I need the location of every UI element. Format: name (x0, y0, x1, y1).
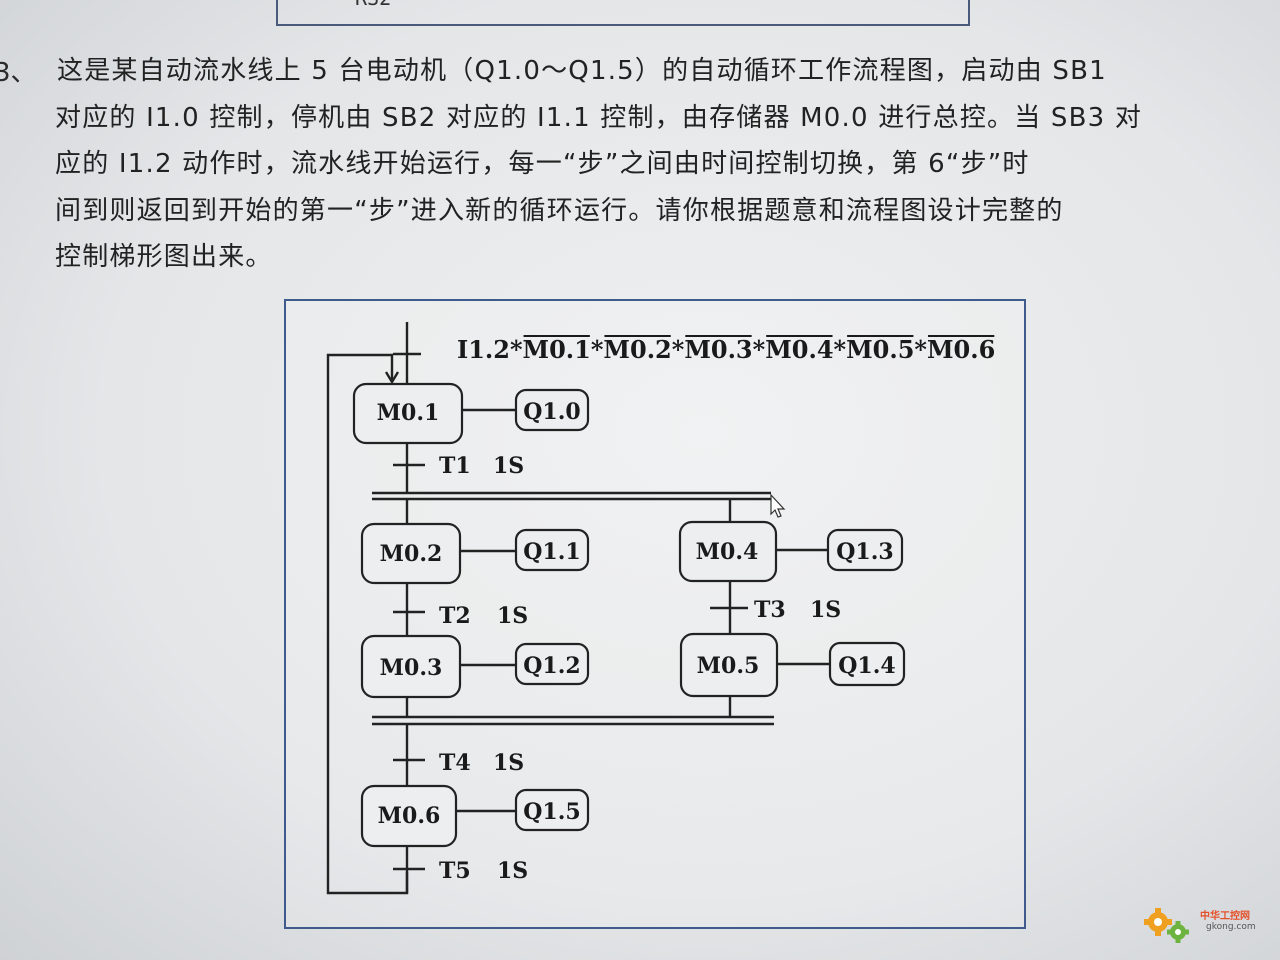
gear-logo-icon (1144, 908, 1189, 943)
step-m02-label: M0.2 (380, 541, 443, 567)
t4-timer-label: T4 (439, 750, 471, 776)
t4-time-label: 1S (493, 750, 524, 776)
step-m01-label: M0.1 (377, 400, 440, 426)
and-operator: * (672, 335, 685, 364)
coil-q12-box (514, 642, 590, 686)
and-operator: * (834, 335, 847, 364)
step-m03-label: M0.3 (380, 655, 443, 681)
question-line-2: 对应的 I1.0 控制，停机由 SB2 对应的 I1.1 控制，由存储器 M0.… (55, 102, 1143, 133)
step-m02-box (360, 522, 462, 585)
negated-term: M0.5 (846, 335, 914, 364)
step-m04-label: M0.4 (696, 539, 759, 565)
t1-time-label: 1S (493, 453, 524, 479)
negated-term: M0.2 (603, 335, 671, 364)
negated-term: M0.6 (927, 335, 995, 364)
question-line-5: 控制梯形图出来。 (55, 242, 273, 272)
question-line-3: 应的 I1.2 动作时，流水线开始运行，每一“步”之间由时间控制切换，第 6“步… (55, 149, 1030, 179)
t3-timer-label: T3 (754, 597, 786, 623)
coil-q14-box (828, 641, 906, 687)
question-line-4: 间到则返回到开始的第一“步”进入新的循环运行。请你根据题意和流程图设计完整的 (55, 195, 1064, 226)
coil-q11-box (514, 528, 590, 572)
negated-term: M0.4 (765, 335, 833, 364)
coil-q14-label: Q1.4 (838, 653, 895, 679)
question-text: 这是某自动流水线上 5 台电动机（Q1.0～Q1.5）的自动循环工作流程图，启动… (55, 48, 1255, 281)
mouse-cursor-icon (770, 493, 786, 518)
step-m03-box (360, 634, 462, 699)
t2-timer-label: T2 (439, 603, 471, 629)
t3-time-label: 1S (810, 597, 841, 623)
and-operator: * (753, 335, 766, 364)
coil-q13-label: Q1.3 (836, 539, 893, 565)
watermark-url: gkong.com (1206, 922, 1256, 932)
negated-term: M0.1 (523, 335, 591, 364)
watermark-brand: 中华工控网 (1200, 911, 1250, 922)
step-m05-label: M0.5 (697, 653, 760, 679)
t2-time-label: 1S (497, 603, 528, 629)
negated-term: M0.3 (684, 335, 752, 364)
coil-q11-label: Q1.1 (523, 539, 580, 565)
coil-q10-box (514, 388, 590, 432)
previous-box-text-fragment: RS2 (355, 0, 391, 10)
step-m06-box (360, 784, 458, 848)
step-m04-box (678, 520, 778, 583)
t1-timer-label: T1 (439, 453, 471, 479)
t5-time-label: 1S (497, 858, 528, 884)
previous-question-box (276, 0, 970, 26)
question-number: 3、 (0, 58, 37, 88)
and-operator: * (591, 335, 604, 364)
and-operator: * (914, 335, 927, 364)
coil-q15-label: Q1.5 (523, 799, 580, 825)
start-condition-prefix: I1.2* (457, 335, 523, 364)
coil-q12-label: Q1.2 (523, 653, 580, 679)
t5-timer-label: T5 (439, 858, 471, 884)
loop-arrow-head (384, 371, 400, 385)
coil-q15-box (514, 788, 590, 832)
coil-q13-box (826, 528, 904, 572)
coil-q10-label: Q1.0 (523, 399, 580, 425)
question-line-1: 这是某自动流水线上 5 台电动机（Q1.0～Q1.5）的自动循环工作流程图，启动… (57, 56, 1107, 86)
start-condition-label: I1.2*M0.1*M0.2*M0.3*M0.4*M0.5*M0.6 (457, 335, 995, 364)
step-m06-label: M0.6 (378, 803, 441, 829)
